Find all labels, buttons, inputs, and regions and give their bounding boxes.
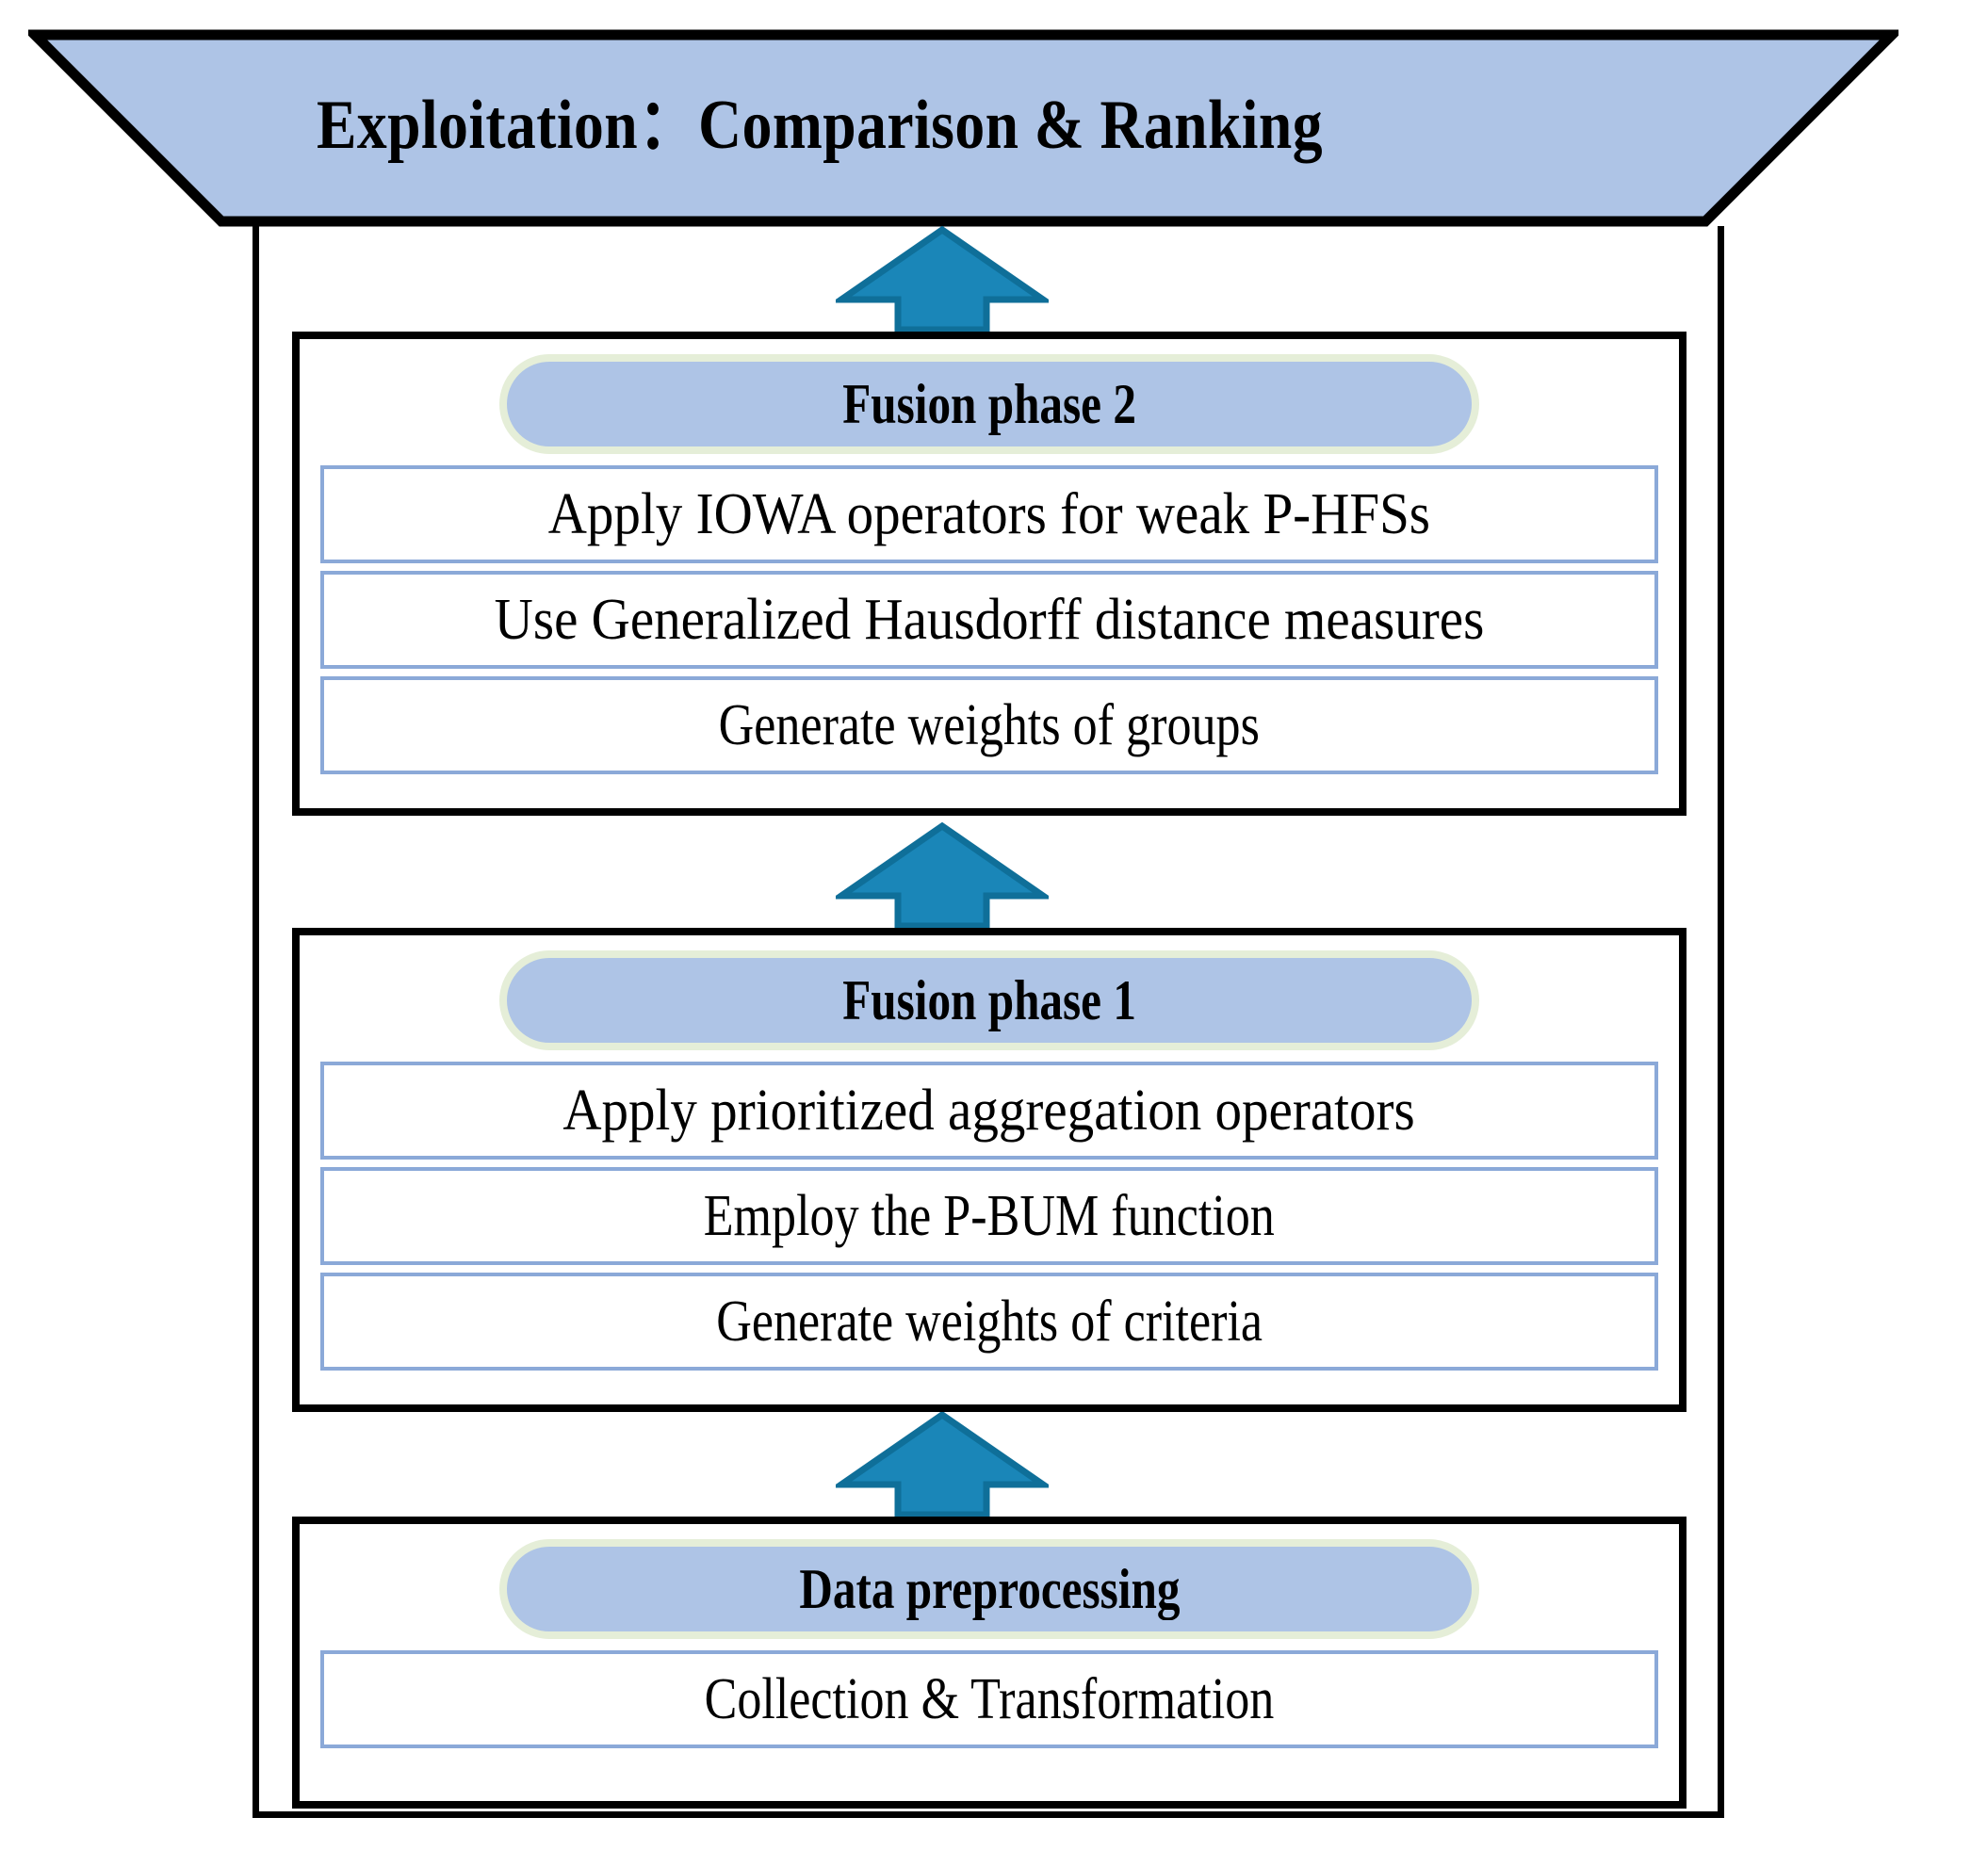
phase-row-label: Use Generalized Hausdorff distance measu… bbox=[494, 588, 1485, 652]
phase-row-label: Generate weights of criteria bbox=[716, 1290, 1263, 1354]
phase-block-data-preprocessing: Data preprocessing Collection & Transfor… bbox=[292, 1517, 1687, 1809]
phase-row-list: Apply IOWA operators for weak P-HFSs Use… bbox=[320, 465, 1658, 774]
phase-row-label: Apply IOWA operators for weak P-HFSs bbox=[547, 482, 1431, 546]
arrow-to-exploitation-icon bbox=[836, 226, 1049, 332]
up-arrow-shape bbox=[836, 822, 1049, 928]
phase-row: Generate weights of criteria bbox=[320, 1273, 1658, 1371]
phase-block-fusion-phase-1: Fusion phase 1 Apply prioritized aggrega… bbox=[292, 928, 1687, 1412]
phase-row-list: Apply prioritized aggregation operators … bbox=[320, 1062, 1658, 1371]
up-arrow-shape bbox=[836, 226, 1049, 332]
phase-row-label: Generate weights of groups bbox=[718, 693, 1261, 757]
phase-row: Generate weights of groups bbox=[320, 676, 1658, 774]
phase-row-list: Collection & Transformation bbox=[320, 1650, 1658, 1748]
up-arrow-shape bbox=[836, 1411, 1049, 1517]
phase-block-fusion-phase-2: Fusion phase 2 Apply IOWA operators for … bbox=[292, 332, 1687, 816]
banner-trapezoid-shape bbox=[28, 29, 1898, 227]
phase-title-label: Data preprocessing bbox=[798, 1558, 1181, 1620]
phase-row-label: Apply prioritized aggregation operators bbox=[562, 1079, 1416, 1143]
phase-row: Apply prioritized aggregation operators bbox=[320, 1062, 1658, 1160]
arrow-preprocessing-to-phase1-icon bbox=[836, 1411, 1049, 1517]
phase-row: Apply IOWA operators for weak P-HFSs bbox=[320, 465, 1658, 563]
phase-title-pill-fusion-phase-1: Fusion phase 1 bbox=[499, 950, 1479, 1050]
exploitation-banner: Exploitation：Comparison & Ranking bbox=[28, 28, 1898, 228]
banner-title: Exploitation：Comparison & Ranking bbox=[317, 87, 1323, 164]
arrow-phase1-to-phase2-icon bbox=[836, 822, 1049, 928]
outer-container-frame bbox=[253, 226, 1724, 1818]
phase-row: Employ the P-BUM function bbox=[320, 1167, 1658, 1265]
phase-row-label: Employ the P-BUM function bbox=[703, 1184, 1276, 1248]
phase-row: Collection & Transformation bbox=[320, 1650, 1658, 1748]
phase-row-label: Collection & Transformation bbox=[704, 1667, 1275, 1731]
phase-title-pill-data-preprocessing: Data preprocessing bbox=[499, 1539, 1479, 1639]
phase-title-pill-fusion-phase-2: Fusion phase 2 bbox=[499, 354, 1479, 454]
phase-title-label: Fusion phase 1 bbox=[842, 969, 1136, 1031]
phase-row: Use Generalized Hausdorff distance measu… bbox=[320, 571, 1658, 669]
phase-title-label: Fusion phase 2 bbox=[842, 373, 1136, 435]
